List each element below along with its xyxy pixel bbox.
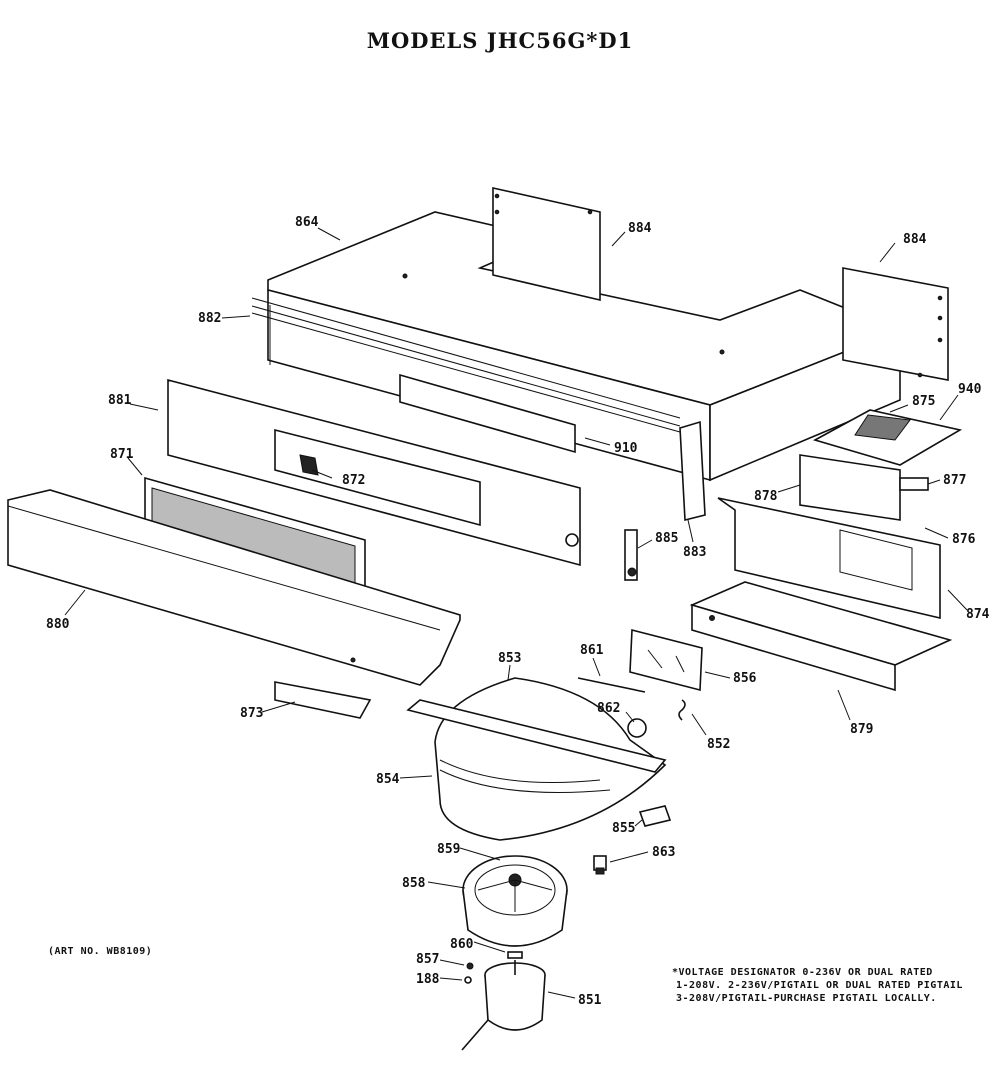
callout-875: 875 — [912, 394, 935, 409]
callout-861: 861 — [580, 643, 604, 658]
callout-880: 880 — [46, 617, 70, 632]
part-863-grommet — [593, 855, 607, 875]
callout-940: 940 — [958, 382, 982, 397]
part-881-panel — [167, 378, 581, 567]
diagram-title: MODELS JHC56G*D1 — [367, 28, 633, 53]
callout-871: 871 — [110, 447, 134, 462]
voltage-note-line-3: 3-208V/PIGTAIL-PURCHASE PIGTAIL LOCALLY. — [676, 993, 937, 1004]
part-885-latch — [624, 529, 638, 581]
callout-883: 883 — [683, 545, 706, 560]
callout-881: 881 — [108, 393, 132, 408]
callout-851: 851 — [578, 993, 602, 1008]
part-188-screw — [464, 976, 472, 984]
callout-864: 864 — [295, 215, 319, 230]
callout-884-side: 884 — [903, 232, 927, 247]
callout-874: 874 — [966, 607, 990, 622]
callout-879: 879 — [850, 722, 873, 737]
part-851-motor — [461, 960, 546, 1051]
part-852-spring — [678, 699, 686, 721]
part-884-side-panel — [842, 267, 949, 381]
callout-910: 910 — [614, 441, 638, 456]
part-861-rod — [577, 677, 646, 693]
callout-855: 855 — [612, 821, 635, 836]
part-880-front-panel — [7, 489, 461, 686]
part-883-strip — [679, 420, 706, 522]
part-857-nut — [466, 962, 474, 970]
part-855-clip — [638, 805, 672, 827]
callout-876: 876 — [952, 532, 976, 547]
leader-lines — [64, 227, 968, 999]
callout-878: 878 — [754, 489, 778, 504]
part-858-blower-wheel — [462, 855, 568, 947]
callout-862: 862 — [597, 701, 620, 716]
callout-858: 858 — [402, 876, 426, 891]
part-860-washer — [507, 951, 523, 959]
callout-856: 856 — [733, 671, 757, 686]
callout-852: 852 — [707, 737, 730, 752]
callout-885: 885 — [655, 531, 678, 546]
part-910-bracket — [399, 373, 576, 454]
callout-884-back: 884 — [628, 221, 652, 236]
callout-877: 877 — [943, 473, 966, 488]
part-874-plate — [717, 497, 941, 620]
callout-882: 882 — [198, 311, 221, 326]
callout-853: 853 — [498, 651, 521, 666]
part-879-tray — [689, 581, 953, 692]
callout-188: 188 — [416, 972, 440, 987]
voltage-note: *VOLTAGE DESIGNATOR 0-236V OR DUAL RATED… — [672, 967, 963, 1004]
callout-labels: 864 884 884 882 881 871 872 910 875 940 … — [46, 215, 990, 1008]
voltage-note-line-2: 1-208V. 2-236V/PIGTAIL OR DUAL RATED PIG… — [676, 980, 963, 991]
callout-863: 863 — [652, 845, 675, 860]
callout-859: 859 — [437, 842, 460, 857]
part-856-plate — [629, 628, 703, 692]
callout-857: 857 — [416, 952, 439, 967]
callout-873: 873 — [240, 706, 263, 721]
art-number: (ART NO. WB8109) — [48, 946, 152, 957]
part-873-bracket — [274, 681, 372, 719]
part-875-877-duct — [799, 409, 963, 521]
callout-872: 872 — [342, 473, 365, 488]
callout-854: 854 — [376, 772, 400, 787]
voltage-note-line-1: *VOLTAGE DESIGNATOR 0-236V OR DUAL RATED — [672, 967, 933, 978]
callout-860: 860 — [450, 937, 474, 952]
part-864-top-housing — [251, 211, 903, 482]
part-884-back-panel — [492, 187, 601, 302]
part-854-blower-housing — [406, 677, 667, 841]
